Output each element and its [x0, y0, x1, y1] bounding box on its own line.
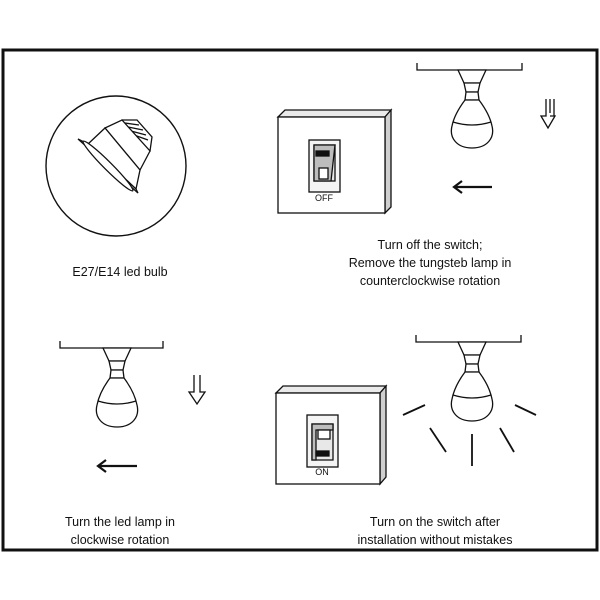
bulb-type-circle: [45, 95, 187, 237]
caption-bulb-type: E27/E14 led bulb: [30, 263, 210, 281]
caption-line: Remove the tungsteb lamp in: [348, 256, 512, 270]
caption-line: installation without mistakes: [357, 533, 513, 547]
caption-line: Turn the led lamp in: [64, 515, 175, 529]
caption-switch-on: Turn on the switch after installation wi…: [320, 513, 550, 549]
led-bulb-icon: [450, 99, 494, 149]
down-arrow-icon: [539, 99, 557, 130]
caption-remove-old: Turn off the switch; Remove the tungsteb…: [320, 236, 540, 290]
led-bulb-icon-left: [95, 377, 139, 428]
caption-line: Turn on the switch after: [369, 515, 501, 529]
switch-off-label: OFF: [315, 193, 333, 203]
bulb-type-illustration: [45, 95, 187, 237]
down-arrow-icon-left: [187, 375, 207, 406]
led-bulb-icon-right: [450, 371, 494, 422]
light-rays-icon: [402, 404, 537, 466]
caption-install-new: Turn the led lamp in clockwise rotation: [30, 513, 210, 549]
ceiling-socket-bottom-left: [59, 341, 164, 379]
ceiling-socket-top-right: [416, 63, 523, 101]
caption-line: counterclockwise rotation: [359, 274, 501, 288]
wall-switch-off: OFF: [276, 108, 393, 215]
ceiling-socket-bottom-right: [415, 335, 522, 373]
caption-bulb-type-text: E27/E14 led bulb: [72, 265, 168, 279]
wall-switch-icon-on: [274, 384, 388, 486]
bulb-socket-icon: [77, 119, 153, 194]
switch-on-label: ON: [315, 467, 329, 477]
wall-switch-on: ON: [274, 384, 388, 486]
caption-line: Turn off the switch;: [377, 238, 483, 252]
wall-switch-icon: [276, 108, 393, 215]
diagram-border: [1, 48, 599, 552]
caption-line: clockwise rotation: [70, 533, 170, 547]
left-arrow-icon-left: [96, 459, 137, 473]
left-arrow-icon: [452, 180, 492, 194]
